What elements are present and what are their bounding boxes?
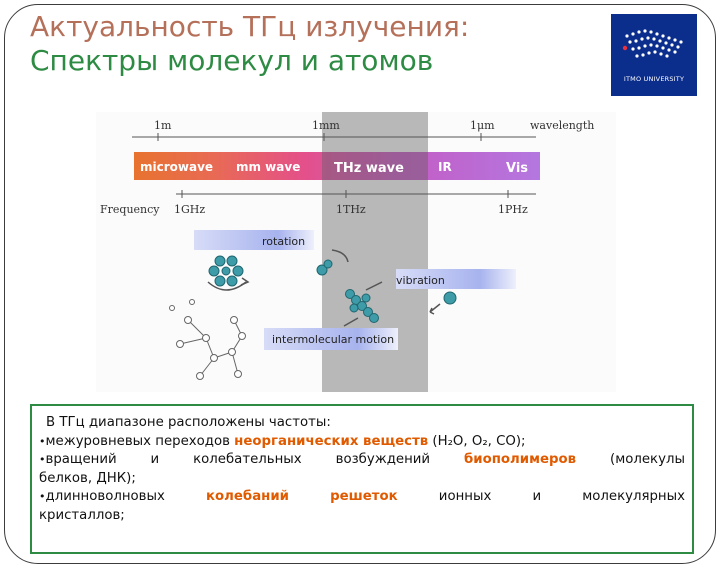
rotation-molecule-icon xyxy=(208,255,244,287)
band-microwave: microwave xyxy=(140,160,213,174)
label-1phz: 1PHz xyxy=(498,203,528,216)
b2-paren: (молекулы xyxy=(610,452,685,467)
b3-line-2: кристаллов; xyxy=(39,507,125,523)
logo-dots-icon xyxy=(622,29,683,58)
b2-word-1: вращений xyxy=(45,452,117,467)
title-line-1: Актуальность ТГц излучения: xyxy=(30,10,470,43)
b2-word-2: и xyxy=(150,452,160,467)
bullet-1-pre: межуровневых переходов xyxy=(45,433,235,449)
info-text-box: В ТГц диапазоне расположены частоты: •ме… xyxy=(30,404,694,554)
bullet-lattice: •длинноволновых колебаний решеток ионных… xyxy=(39,488,685,525)
curved-arrow-icon xyxy=(331,249,349,263)
label-1thz: 1THz xyxy=(336,203,366,216)
label-1mm: 1mm xyxy=(312,119,340,132)
hollow-arrow-icon xyxy=(429,303,441,315)
band-thz-wave: THz wave xyxy=(334,161,404,176)
highlight-lattices: решеток xyxy=(330,489,398,504)
thz-spectrum-figure: 1m 1mm 1μm wavelength microwave mm wave … xyxy=(96,112,616,392)
highlight-oscillations: колебаний xyxy=(206,489,289,504)
label-1um: 1μm xyxy=(470,119,495,132)
atom-icon xyxy=(443,291,457,305)
b2-word-4: возбуждений xyxy=(335,452,431,467)
itmo-logo: ITMO UNIVERSITY xyxy=(611,14,697,96)
label-rotation: rotation xyxy=(262,235,305,248)
pill-vibration xyxy=(396,269,516,289)
label-intermolecular: intermolecular motion xyxy=(272,333,394,346)
vibration-molecule-icon xyxy=(345,289,379,323)
pill-rotation xyxy=(194,230,314,250)
b2-line-2: белков, ДНК); xyxy=(39,470,136,486)
small-molecule-icon xyxy=(316,259,333,276)
b3-word-ionic: ионных xyxy=(438,489,492,504)
bullet-inorganic: •межуровневых переходов неорганических в… xyxy=(39,433,526,449)
band-ir: IR xyxy=(438,160,452,174)
spectrum-diagram: 1m 1mm 1μm wavelength microwave mm wave … xyxy=(100,112,594,392)
label-wavelength: wavelength xyxy=(530,119,594,132)
highlight-biopolymers: биополимеров xyxy=(464,452,577,467)
intro-text: В ТГц диапазоне расположены частоты: xyxy=(46,415,331,430)
label-1ghz: 1GHz xyxy=(174,203,205,216)
band-mm-wave: mm wave xyxy=(236,160,300,174)
band-vis: Vis xyxy=(506,161,528,176)
highlight-inorganic: неорганических веществ xyxy=(234,433,429,449)
b3-word-molecular: молекулярных xyxy=(582,489,685,504)
molecular-network-icon xyxy=(169,299,246,380)
label-vibration: vibration xyxy=(396,274,445,287)
title-line-2: Спектры молекул и атомов xyxy=(30,44,434,77)
pill-intermolecular xyxy=(264,328,398,350)
b3-word-1: длинноволновых xyxy=(45,489,165,504)
logo-text: ITMO UNIVERSITY xyxy=(623,75,685,83)
b2-word-3: колебательных xyxy=(193,452,302,467)
bullet-1-post: (H₂O, O₂, CO); xyxy=(428,433,526,449)
b3-word-and: и xyxy=(532,489,542,504)
label-1m: 1m xyxy=(154,119,172,132)
slide-title: Актуальность ТГц излучения: Спектры моле… xyxy=(30,10,469,78)
vibration-arrow-icon xyxy=(365,281,383,291)
bullet-biopolymers: •вращений и колебательных возбуждений би… xyxy=(39,451,685,488)
label-frequency: Frequency xyxy=(100,203,160,216)
